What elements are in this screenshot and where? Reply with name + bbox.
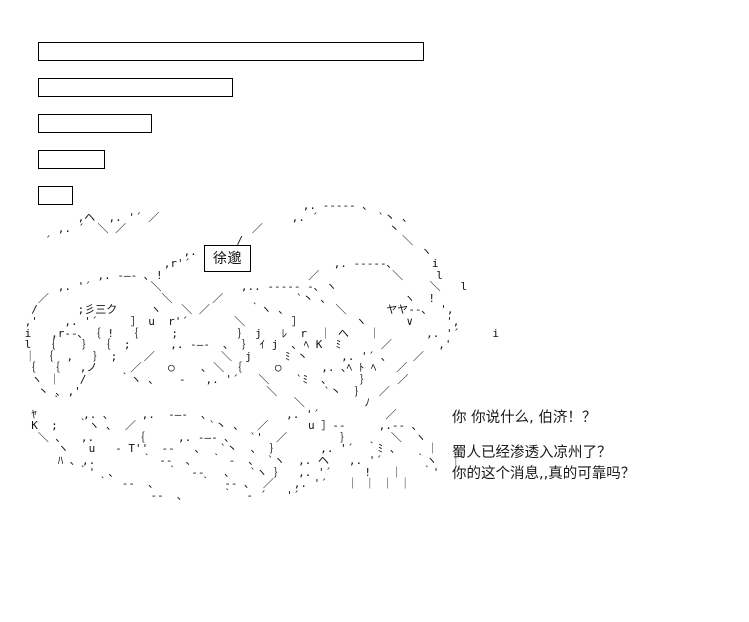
dialogue-line: 蜀人已经渗透入凉州了？ [452,445,612,461]
dialogue-area: 你 你说什么, 伯济！？ 蜀人已经渗透入凉州了？ 你的这个消息,,真的可靠吗？ [452,408,732,485]
dialogue-line: 你的这个消息,,真的可靠吗？ [452,466,636,482]
text-box-5 [38,186,73,205]
dialogue-line: 你 你说什么, 伯济！？ [452,410,597,426]
text-box-3 [38,114,152,133]
character-name-label: 徐邈 [213,250,242,267]
dialogue-paragraph-2: 蜀人已经渗透入凉州了？ 你的这个消息,,真的可靠吗？ [452,443,732,485]
character-name-tag: 徐邈 [204,245,251,272]
text-box-2 [38,78,233,97]
character-portrait-ascii-art: ,. -‐‐‐‐ ､ ,ヘ ,. '´ ／ ,. ´ `丶 、 ,. ´ ＼ ／… [24,199,499,502]
text-box-4 [38,150,105,169]
text-box-1 [38,42,424,61]
dialogue-spacer [452,429,732,443]
dialogue-paragraph-1: 你 你说什么, 伯济！？ [452,408,732,429]
